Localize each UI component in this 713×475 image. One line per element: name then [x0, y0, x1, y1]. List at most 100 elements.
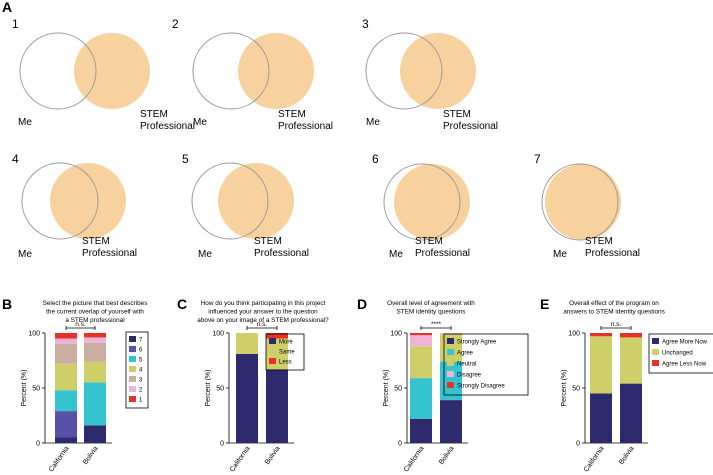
- chart-title-line: a STEM professional: [65, 317, 124, 324]
- legend-label-5: 5: [139, 358, 143, 364]
- legend-label-agree-less-now: Agree Less Now: [662, 362, 707, 368]
- stem-label-4: STEM: [82, 236, 110, 247]
- y-tick-label: 100: [390, 331, 402, 338]
- legend-box: [265, 333, 305, 371]
- bar-segment-7-bolivia: [84, 425, 106, 443]
- x-tick-label: California: [583, 445, 606, 473]
- me-label-2: Me: [193, 117, 207, 128]
- significance-label: ****: [431, 321, 442, 328]
- x-tick-label: Bolivia: [264, 445, 282, 466]
- chart-title-line: answers to STEM identity questions: [563, 309, 665, 316]
- venn-number-3: 3: [362, 17, 369, 31]
- y-tick-label: 0: [36, 441, 40, 448]
- bar-segment-less-bolivia: [266, 333, 288, 339]
- bar-segment-unchanged-california: [590, 336, 612, 394]
- legend-swatch-5: [129, 356, 136, 362]
- bar-segment-unchanged-bolivia: [620, 337, 642, 384]
- bar-segment-agree-more-now-bolivia: [620, 383, 642, 443]
- bar-segment-more-bolivia: [266, 369, 288, 443]
- bar-segment-agree-less-now-california: [590, 333, 612, 337]
- y-tick-label: 100: [568, 331, 580, 338]
- stem-circle-5: [218, 163, 294, 239]
- legend-swatch-unchanged: [652, 349, 659, 355]
- chart-panel-c: C How do you think participating in this …: [177, 296, 329, 473]
- legend-swatch-disagree: [447, 371, 454, 377]
- chart-title-line: influenced your answer to the question: [208, 309, 318, 316]
- legend-swatch-agree-less-now: [652, 360, 659, 366]
- legend-box: [125, 331, 149, 409]
- y-tick-label: 0: [220, 441, 224, 448]
- bar-segment-agree-more-now-california: [590, 393, 612, 443]
- bar-segment-agree-less-now-bolivia: [620, 333, 642, 338]
- panel-letter-d: D: [357, 296, 367, 312]
- legend-label-disagree: Disagree: [457, 373, 482, 379]
- stem-circle-4: [50, 163, 126, 239]
- legend-label-strongly-agree: Strongly Agree: [457, 340, 497, 346]
- bar-segment-2-california: [55, 338, 77, 344]
- stem-circle-3: [400, 33, 476, 109]
- legend-box: [648, 333, 713, 374]
- stem-label-5: STEM: [254, 236, 282, 247]
- venn-number-4: 4: [12, 152, 19, 166]
- stem-label-2: STEM: [278, 109, 306, 120]
- legend-label-less: Less: [279, 360, 292, 366]
- chart-title-line: Select the picture that best describes: [43, 300, 148, 307]
- bar-segment-agree-bolivia: [440, 361, 462, 401]
- y-axis-label: Percent (%): [561, 370, 568, 407]
- legend-swatch-6: [129, 346, 136, 352]
- x-tick-label: California: [229, 445, 252, 473]
- legend-swatch-more: [269, 338, 276, 344]
- legend-label-agree: Agree: [457, 351, 474, 357]
- chart-title-line: How do you think participating in this p…: [201, 300, 326, 307]
- panel-letter-c: C: [177, 296, 187, 312]
- bar-segment-strongly-agree-bolivia: [440, 400, 462, 443]
- y-axis-label: Percent (%): [21, 370, 28, 407]
- stem-circle-6: [394, 164, 470, 240]
- bar-segment-neutral-bolivia: [440, 334, 462, 362]
- y-tick-label: 0: [576, 441, 580, 448]
- significance-label: n.s.: [257, 321, 268, 328]
- me-circle-4: [21, 162, 99, 240]
- venn-number-5: 5: [182, 152, 189, 166]
- y-tick-label: 100: [212, 331, 224, 338]
- bar-segment-4-bolivia: [84, 361, 106, 383]
- me-circle-2: [192, 32, 270, 110]
- x-tick-label: Bolivia: [618, 445, 636, 466]
- legend-swatch-same: [269, 348, 276, 354]
- me-label-4: Me: [18, 249, 32, 260]
- bar-segment-more-california: [236, 353, 258, 443]
- venn-number-1: 1: [12, 17, 19, 31]
- legend-label-more: More: [279, 340, 293, 346]
- me-circle-5: [191, 162, 269, 240]
- me-label-6: Me: [389, 249, 403, 260]
- legend-box: [443, 333, 529, 396]
- x-tick-label: California: [403, 445, 426, 473]
- legend-label-agree-more-now: Agree More Now: [662, 340, 708, 346]
- chart-title-line: Overall effect of the program on: [569, 300, 659, 307]
- venn-number-7: 7: [534, 152, 541, 166]
- professional-label-1: Professional: [140, 121, 195, 132]
- bar-segment-disagree-bolivia: [440, 333, 462, 335]
- y-axis-label: Percent (%): [205, 370, 212, 407]
- legend-swatch-2: [129, 386, 136, 392]
- legend-swatch-strongly-agree: [447, 338, 454, 344]
- bar-segment-4-california: [55, 363, 77, 391]
- bar-segment-1-bolivia: [84, 333, 106, 338]
- bar-segment-5-bolivia: [84, 382, 106, 426]
- bar-segment-7-california: [55, 437, 77, 443]
- legend-label-1: 1: [139, 398, 143, 404]
- stem-label-3: STEM: [443, 109, 471, 120]
- professional-label-3: Professional: [443, 121, 498, 132]
- me-label-3: Me: [366, 117, 380, 128]
- stem-circle-1: [74, 33, 150, 109]
- chart-title-line: Overall level of agreement with: [387, 300, 475, 307]
- legend-swatch-neutral: [447, 360, 454, 366]
- legend-label-4: 4: [139, 368, 143, 374]
- professional-label-5: Professional: [254, 248, 309, 259]
- bar-segment-6-california: [55, 411, 77, 438]
- bar-segment-5-california: [55, 390, 77, 412]
- legend-label-strongly-disagree: Strongly Disagree: [457, 384, 505, 390]
- bar-segment-strongly-disagree-california: [410, 333, 432, 336]
